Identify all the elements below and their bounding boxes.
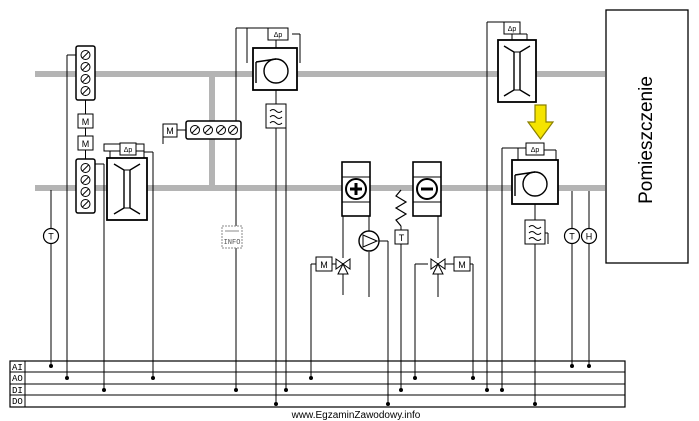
exhaust-fan-motor-icon	[524, 219, 546, 245]
highlight-arrow	[526, 104, 555, 141]
damper-top	[75, 45, 96, 101]
svg-text:Δp: Δp	[124, 147, 133, 154]
svg-text:H: H	[586, 232, 593, 242]
svg-text:M: M	[166, 126, 174, 136]
room-box: Pomieszczenie	[605, 9, 689, 264]
cooler-coil	[412, 161, 442, 217]
duct-top	[35, 71, 605, 77]
info-badge: INFO	[221, 225, 243, 249]
heater-valve	[335, 258, 351, 275]
room-humidity-sensor: H	[580, 227, 598, 245]
footer-url: www.EgzaminZawodowy.info	[291, 410, 421, 421]
svg-text:INFO: INFO	[224, 239, 241, 247]
svg-text:M: M	[458, 260, 466, 270]
bus-label-ao: AO	[12, 374, 23, 384]
svg-text:Δp: Δp	[274, 32, 283, 39]
bus-connection-dots	[49, 364, 591, 406]
frost-thermostat: T	[394, 189, 409, 245]
heater-valve-motor: M	[315, 256, 333, 272]
svg-text:M: M	[320, 260, 328, 270]
damper-top-motor: M	[77, 113, 94, 129]
svg-text:M: M	[82, 139, 90, 149]
bypass-damper	[185, 120, 242, 140]
heater-coil	[341, 161, 371, 217]
supply-filter: Δp	[103, 142, 148, 221]
supply-temperature-sensor: T	[42, 227, 60, 245]
exhaust-filter: Δp	[497, 21, 537, 103]
cooler-valve-motor: M	[453, 256, 471, 272]
svg-text:Δp: Δp	[531, 147, 540, 154]
svg-text:T: T	[48, 232, 54, 242]
svg-text:Δp: Δp	[508, 26, 517, 33]
svg-text:T: T	[399, 233, 405, 243]
bus-label-di: DI	[12, 386, 23, 396]
supply-fan: Δp	[252, 27, 298, 91]
bypass-damper-motor: M	[162, 123, 178, 138]
room-label: Pomieszczenie	[636, 76, 657, 204]
control-bus: AI AO DI DO	[9, 360, 626, 408]
supply-fan-motor-icon	[265, 103, 287, 129]
bus-label-do: DO	[12, 397, 23, 407]
exhaust-fan: Δp	[511, 142, 559, 205]
svg-text:T: T	[569, 232, 575, 242]
duct-bottom	[35, 185, 605, 191]
bus-label-ai: AI	[12, 363, 23, 373]
control-wires	[50, 21, 590, 404]
damper-bottom-motor: M	[77, 135, 94, 151]
svg-text:M: M	[82, 117, 90, 127]
cooler-valve	[430, 258, 446, 275]
room-temperature-sensor: T	[563, 227, 581, 245]
damper-bottom	[75, 158, 96, 214]
heater-pump	[358, 230, 380, 252]
